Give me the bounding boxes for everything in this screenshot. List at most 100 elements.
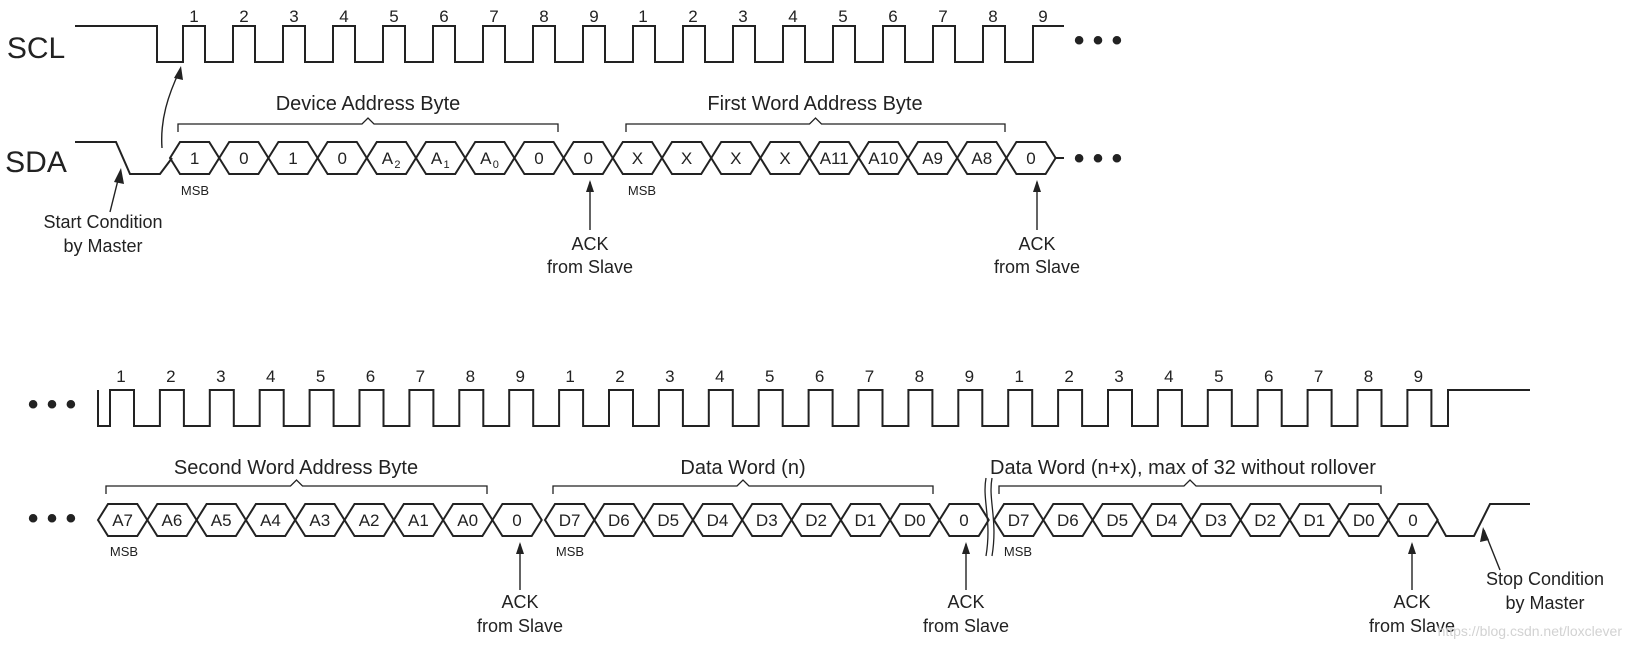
clock-tick-row2: 1 (1014, 367, 1023, 386)
ack-bit-label: 0 (1408, 511, 1417, 530)
sda-bit-label: D2 (1254, 511, 1276, 530)
sda-bit-label: D2 (805, 511, 827, 530)
clock-tick-row1: 2 (688, 7, 697, 26)
waveform-lines (75, 25, 1530, 590)
sda-bit-label: X (632, 149, 643, 168)
clock-tick-row2: 3 (665, 367, 674, 386)
clock-tick-row1: 7 (938, 7, 947, 26)
scl-label: SCL (7, 32, 65, 65)
clock-tick-row2: 2 (166, 367, 175, 386)
title-first-word-address-byte: First Word Address Byte (707, 93, 922, 115)
sda-label: SDA (5, 146, 67, 179)
continuation-dots-scl-row2: • • • (28, 388, 76, 421)
sda-bit-label: A4 (260, 511, 281, 530)
clock-tick-row2: 1 (565, 367, 574, 386)
ack-label: ACK (501, 592, 538, 612)
stop-condition-label: by Master (1505, 593, 1584, 613)
clock-tick-row2: 2 (615, 367, 624, 386)
sda-bit-label: 0 (239, 149, 248, 168)
clock-tick-row2: 7 (865, 367, 874, 386)
ack-arrow-row2-c-head (1408, 542, 1416, 554)
sda-bit-label: D7 (1008, 511, 1030, 530)
break-mark (990, 477, 995, 557)
clock-tick-row1: 6 (439, 7, 448, 26)
clock-tick-row2: 6 (815, 367, 824, 386)
sda-bit-label: X (730, 149, 741, 168)
ack-label: ACK (1393, 592, 1430, 612)
scl-waveform-row2 (97, 389, 1530, 427)
sda-bit-label: A (431, 149, 443, 168)
sda-bit-label: A3 (309, 511, 330, 530)
clock-tick-row2: 3 (216, 367, 225, 386)
sda-bit-label: D0 (904, 511, 926, 530)
ack-bit-label: 0 (959, 511, 968, 530)
ack-label: from Slave (923, 616, 1009, 636)
clock-tick-row1: 6 (888, 7, 897, 26)
clock-tick-row1: 3 (738, 7, 747, 26)
sda-bit-label: A2 (359, 511, 380, 530)
clock-tick-row2: 2 (1064, 367, 1073, 386)
sda-bit-label: X (779, 149, 790, 168)
msb-label: MSB (181, 183, 209, 198)
msb-label: MSB (110, 544, 138, 559)
title-second-word-address-byte: Second Word Address Byte (174, 457, 418, 479)
ack-label: from Slave (547, 257, 633, 277)
clock-tick-row2: 8 (915, 367, 924, 386)
ack-bit-label: 0 (512, 511, 521, 530)
title-data-word-n: Data Word (n) (680, 457, 805, 479)
sda-start-condition (75, 141, 173, 175)
ack-label: from Slave (477, 616, 563, 636)
clock-tick-row1: 4 (788, 7, 797, 26)
sda-bit-label: A1 (408, 511, 429, 530)
sda-bit-label: A11 (820, 149, 849, 168)
clock-tick-row1: 2 (239, 7, 248, 26)
sda-bit-label: D6 (608, 511, 630, 530)
continuation-dots-sda-row1: • • • (1074, 142, 1122, 175)
title-data-word-nx: Data Word (n+x), max of 32 without rollo… (990, 457, 1376, 479)
stop-condition-label: Stop Condition (1486, 569, 1604, 589)
ack-label: ACK (571, 234, 608, 254)
ack-arrow-row1-b-head (1033, 180, 1041, 192)
msb-label: MSB (628, 183, 656, 198)
ack-label: from Slave (1369, 616, 1455, 636)
sda-bit-label: A0 (457, 511, 478, 530)
clock-tick-row1: 5 (389, 7, 398, 26)
clock-tick-row2: 5 (1214, 367, 1223, 386)
clock-tick-row2: 7 (1314, 367, 1323, 386)
clock-tick-row1: 7 (489, 7, 498, 26)
sda-bit-label: D3 (756, 511, 778, 530)
clock-tick-row1: 9 (589, 7, 598, 26)
clock-tick-row2: 4 (266, 367, 275, 386)
clock-tick-row1: 1 (189, 7, 198, 26)
clock-tick-row2: 8 (466, 367, 475, 386)
sda-bit-subscript: 1 (444, 159, 450, 171)
ack-label: from Slave (994, 257, 1080, 277)
start-condition-label: Start Condition (43, 212, 162, 232)
brace-data-word-nx (998, 479, 1382, 494)
brace-device-address (177, 117, 559, 132)
ack-arrow-row1-a-head (586, 180, 594, 192)
ack-arrow-row2-b-head (962, 542, 970, 554)
sda-bit-label: A8 (971, 149, 992, 168)
start-to-clock-arrow-head (174, 66, 183, 80)
title-device-address-byte: Device Address Byte (276, 93, 461, 115)
ack-label: ACK (1018, 234, 1055, 254)
sda-bit-label: A6 (162, 511, 183, 530)
clock-tick-row1: 1 (638, 7, 647, 26)
brace-data-word-n (552, 479, 934, 494)
clock-tick-row2: 4 (1164, 367, 1173, 386)
sda-bit-label: D4 (1156, 511, 1178, 530)
sda-bit-label: 1 (190, 149, 199, 168)
sda-bit-label: D5 (1106, 511, 1128, 530)
sda-bit-label: D1 (1304, 511, 1326, 530)
sda-stop-condition (1436, 503, 1530, 537)
ack-bit-label: 0 (1026, 149, 1035, 168)
clock-tick-row1: 8 (539, 7, 548, 26)
start-arrow-head (114, 168, 124, 184)
brace-first-word-address (625, 117, 1006, 132)
ack-label: ACK (947, 592, 984, 612)
start-condition-label: by Master (63, 236, 142, 256)
sda-bit-label: A5 (211, 511, 232, 530)
clock-tick-row2: 5 (316, 367, 325, 386)
